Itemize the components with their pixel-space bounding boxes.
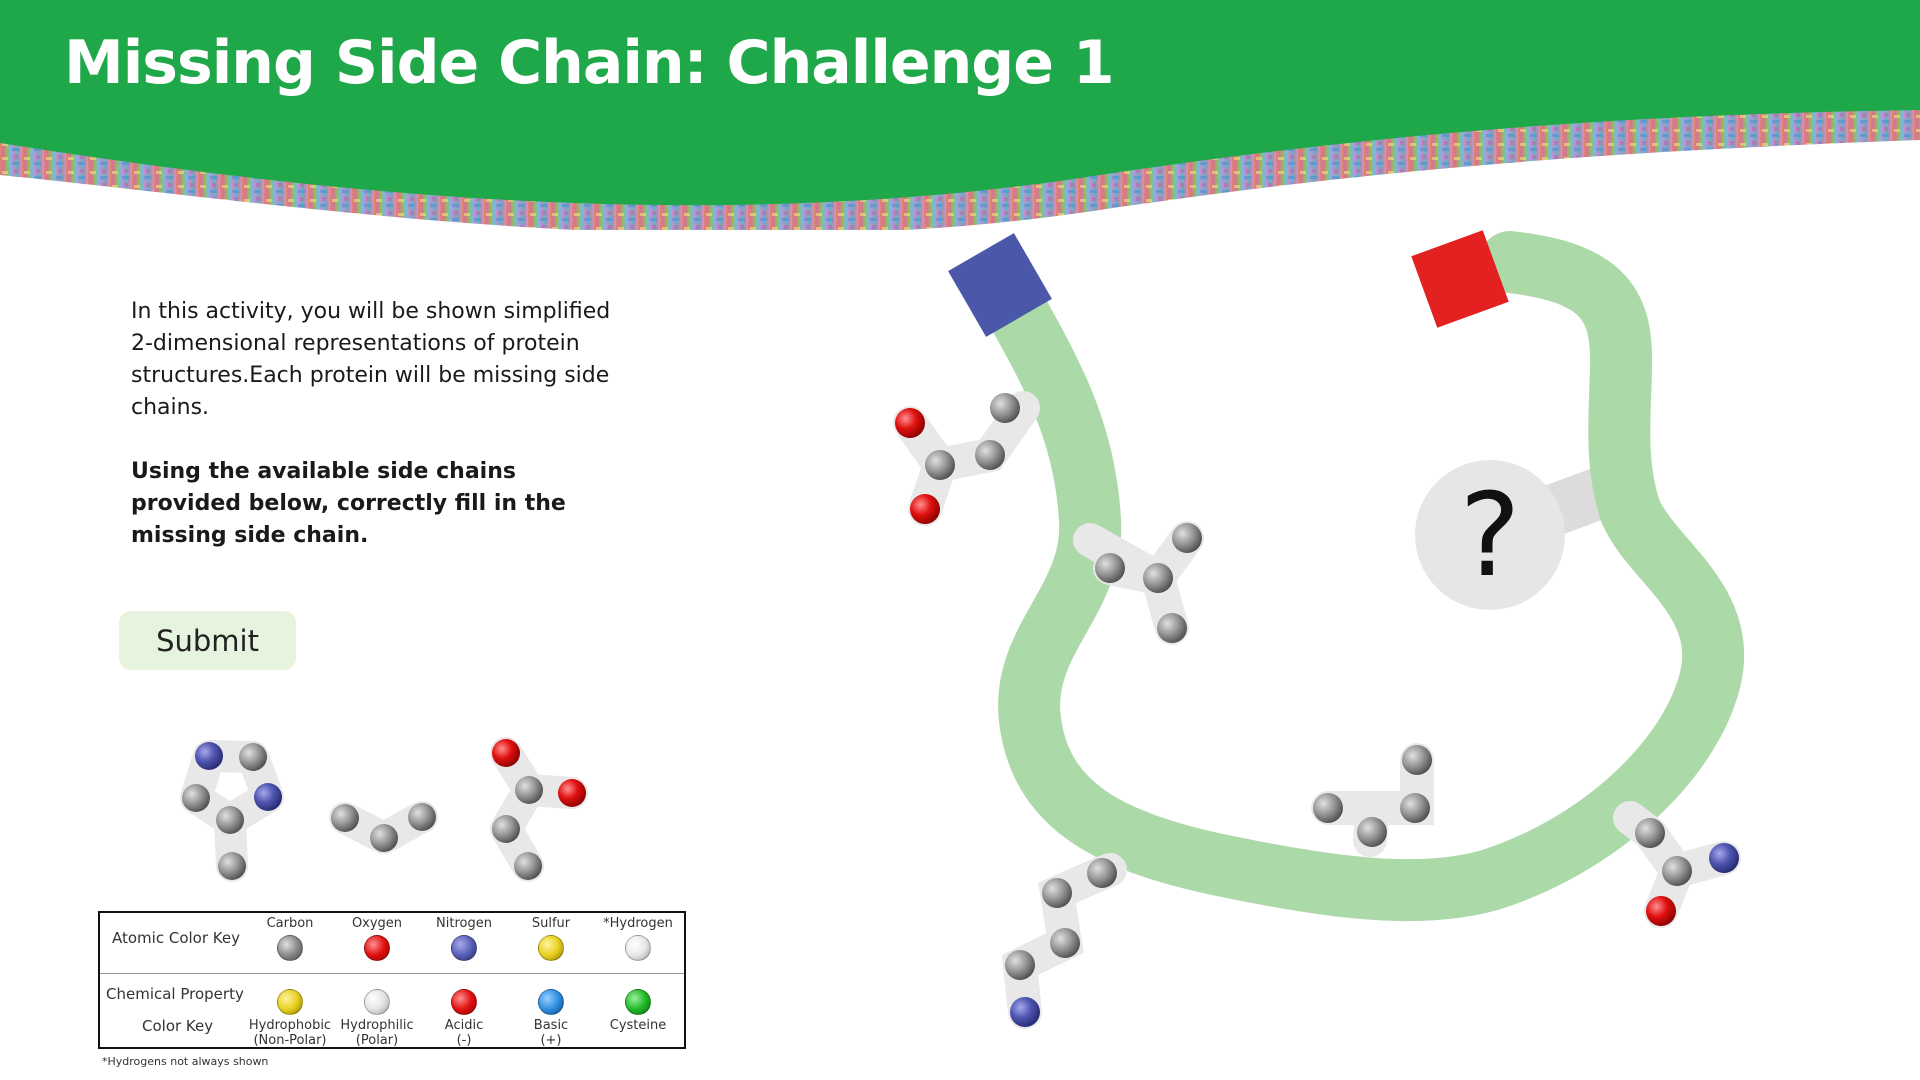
- atom-carbon: Carbon: [245, 916, 335, 961]
- attached-side-chain: [1613, 801, 1741, 928]
- color-key-table: Atomic Color Key Chemical Property Color…: [98, 911, 686, 1049]
- attached-side-chain: [893, 391, 1040, 526]
- c-terminus: [1411, 230, 1509, 328]
- atom-nitrogen-swatch: [451, 935, 477, 961]
- property-basic-swatch: [538, 989, 564, 1015]
- property-hydrophobic: Hydrophobic (Non-Polar): [245, 989, 335, 1049]
- instructions: In this activity, you will be shown simp…: [131, 296, 631, 584]
- atom-hydrogen: *Hydrogen: [593, 916, 683, 961]
- property-cysteine-swatch: [625, 989, 651, 1015]
- property-acidic: Acidic (-): [419, 989, 509, 1049]
- atomic-key-label: Atomic Color Key: [112, 929, 240, 947]
- attached-side-chain: [1001, 853, 1127, 1029]
- missing-side-chain-slot[interactable]: ?: [1415, 460, 1565, 610]
- submit-button[interactable]: Submit: [119, 611, 296, 670]
- atom-sulfur-swatch: [538, 935, 564, 961]
- chemical-key-label: Chemical Property: [106, 985, 244, 1003]
- key-divider: [100, 973, 684, 974]
- backbone-chain: [977, 231, 1745, 922]
- page-title: Missing Side Chain: Challenge 1: [64, 28, 1115, 98]
- side-chain-option-glutamate[interactable]: [490, 737, 588, 882]
- atom-sulfur: Sulfur: [506, 916, 596, 961]
- instructions-paragraph: In this activity, you will be shown simp…: [131, 299, 611, 420]
- side-chain-option-isopropyl[interactable]: [329, 801, 438, 854]
- chemical-key-label-2: Color Key: [142, 1017, 214, 1035]
- property-hydrophobic-swatch: [277, 989, 303, 1015]
- color-key-footnote: *Hydrogens not always shown: [102, 1055, 269, 1068]
- missing-side-chain-label: ?: [1459, 469, 1520, 603]
- atom-hydrogen-swatch: [625, 935, 651, 961]
- property-acidic-swatch: [451, 989, 477, 1015]
- attached-side-chain: [1073, 521, 1204, 645]
- atom-oxygen-swatch: [364, 935, 390, 961]
- side-chain-option-histidine[interactable]: [180, 740, 284, 882]
- attached-side-chain: [1311, 743, 1434, 857]
- atom-oxygen: Oxygen: [332, 916, 422, 961]
- n-terminus: [948, 233, 1052, 337]
- property-basic: Basic (+): [506, 989, 596, 1049]
- header-green-bar: [0, 0, 1920, 206]
- atom-nitrogen: Nitrogen: [419, 916, 509, 961]
- header-banner: [0, 0, 1920, 230]
- property-cysteine: Cysteine: [593, 989, 683, 1033]
- instructions-task: Using the available side chains provided…: [131, 459, 566, 548]
- property-hydrophilic: Hydrophilic (Polar): [332, 989, 422, 1049]
- atom-carbon-swatch: [277, 935, 303, 961]
- property-hydrophilic-swatch: [364, 989, 390, 1015]
